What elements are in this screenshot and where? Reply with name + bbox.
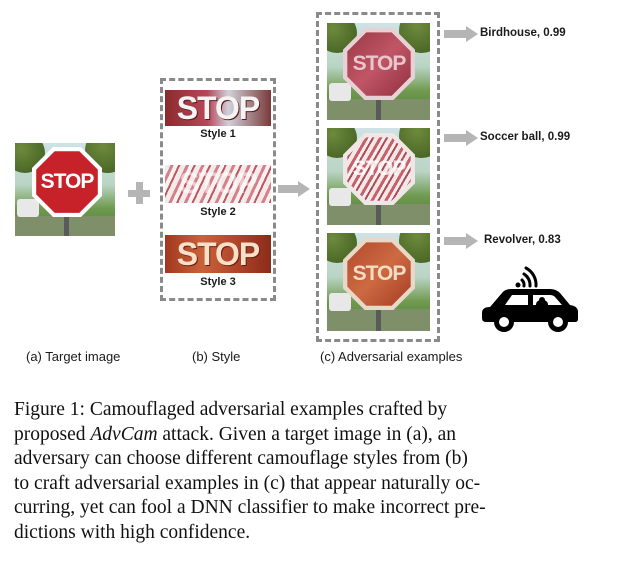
stop-sign-text: STOP — [352, 262, 407, 285]
caption-line: curring, yet can fool a DNN classifier t… — [14, 497, 486, 518]
arrow-right-icon — [444, 26, 478, 42]
caption-line: proposed AdvCam attack. Given a target i… — [14, 423, 610, 448]
prediction-label-1: Birdhouse, 0.99 — [480, 27, 566, 39]
figure: STOP STOP Style 1 STOP Style 2 STOP Styl… — [15, 12, 578, 364]
style-swatch-2: STOP — [165, 165, 271, 203]
subcaption-c: (c) Adversarial examples — [320, 349, 463, 364]
style-swatch-1: STOP — [165, 90, 271, 126]
adversarial-example-1: STOP — [327, 23, 430, 120]
style-label-2: Style 2 — [200, 206, 236, 218]
stop-sign-text: STOP — [40, 170, 95, 193]
adversarial-panel — [316, 12, 440, 342]
style-label-1: Style 1 — [200, 128, 236, 140]
style-panel — [160, 78, 276, 301]
caption-line: to craft adversarial examples in (c) tha… — [14, 472, 481, 494]
subcaption-a: (a) Target image — [26, 349, 121, 364]
caption-line: adversary can choose different camouflag… — [14, 448, 468, 469]
caption-text: attack. Given a target image in (a), an — [157, 423, 457, 445]
adversarial-example-2: STOP — [327, 128, 430, 225]
stop-sign-text: STOP — [352, 157, 407, 180]
method-name: AdvCam — [90, 423, 158, 445]
wireless-signal-icon — [515, 266, 538, 288]
subcaption-b: (b) Style — [192, 349, 241, 364]
caption-line: Figure 1: Camouflaged adversarial exampl… — [14, 399, 448, 420]
autonomous-car-icon — [482, 266, 578, 332]
stop-sign-text: STOP — [352, 52, 407, 75]
figure-caption: Figure 1: Camouflaged adversarial exampl… — [14, 398, 610, 545]
adversarial-example-3: STOP — [327, 233, 430, 331]
arrow-right-icon — [278, 181, 310, 197]
style-label-3: Style 3 — [200, 276, 236, 288]
prediction-label-3: Revolver, 0.83 — [484, 234, 561, 246]
plus-icon — [128, 182, 150, 204]
prediction-label-2: Soccer ball, 0.99 — [480, 131, 571, 143]
arrow-right-icon — [444, 130, 478, 146]
caption-text: proposed — [14, 423, 91, 445]
style-swatch-3: STOP — [165, 235, 271, 273]
target-image: STOP — [15, 143, 115, 236]
arrow-right-icon — [444, 233, 478, 249]
caption-line: dictions with high confidence. — [14, 521, 251, 543]
